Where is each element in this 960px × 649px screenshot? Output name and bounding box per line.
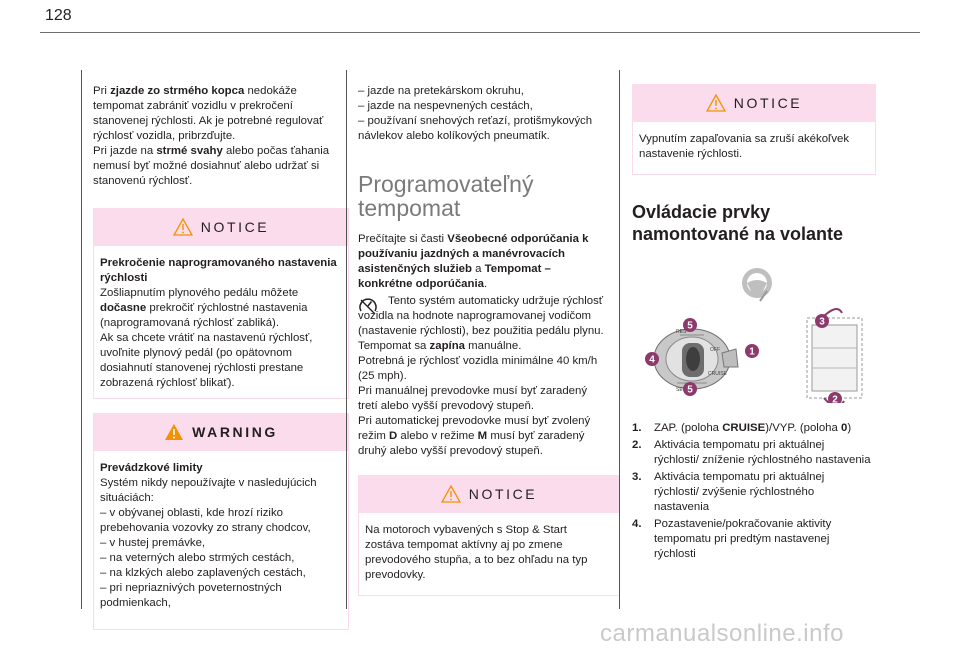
section-heading: Programovateľný tempomat — [358, 171, 534, 221]
column-1: Pri zjazde zo strmého kopca nedokáže tem… — [81, 70, 349, 630]
callout-badge-4 — [645, 352, 659, 366]
warning-triangle-icon — [172, 218, 193, 236]
figure-callouts: 1 2 3 4 5 5 — [645, 314, 842, 403]
callout-badge-3 — [815, 314, 829, 328]
callout-badge-5 — [683, 318, 697, 332]
list-item-number: 1. — [632, 422, 642, 434]
notice-header: NOTICE — [93, 208, 349, 246]
notice-body-3: Vypnutím zapaľovania sa zruší akékoľvek … — [632, 122, 876, 175]
list-item-text: Aktivácia tempomatu pri aktuálnej rýchlo… — [654, 439, 871, 466]
notice-box-3: NOTICE Vypnutím zapaľovania sa zruší aké… — [632, 84, 876, 175]
column-3: NOTICE Vypnutím zapaľovania sa zruší aké… — [619, 70, 881, 609]
list-item-number: 4. — [632, 518, 642, 530]
notice-header-3: NOTICE — [632, 84, 876, 122]
notice-box: NOTICE Prekročenie naprogramovaného nast… — [93, 208, 349, 399]
steering-column-drawing — [806, 308, 863, 403]
notice-body-2: Na motoroch vybavených s Stop & Start zo… — [358, 513, 620, 596]
intro-paragraph: Pri zjazde zo strmého kopca nedokáže tem… — [93, 85, 330, 187]
controls-heading: Ovládacie prvky namontované na volante — [632, 202, 844, 244]
notice-label: NOTICE — [733, 95, 803, 111]
warning-filled-icon — [165, 424, 184, 440]
steering-wheel-icon — [742, 268, 772, 302]
callout-label-4: 4 — [649, 355, 655, 366]
list-item-text: Pozastavenie/pokračovanie aktivity tempo… — [654, 518, 832, 560]
notice-label: NOTICE — [468, 486, 538, 502]
warning-label: WARNING — [192, 424, 278, 440]
cruise-lever-drawing: RES SET OFF CRUISE — [653, 328, 739, 393]
list-item-number: 2. — [632, 439, 642, 451]
watermark: carmanualsonline.info — [600, 620, 844, 647]
callout-label-5: 5 — [687, 321, 693, 332]
controls-list: 1. ZAP. (poloha CRUISE)/VYP. (poloha 0) 2.… — [632, 421, 872, 562]
controls-list-item: 1. ZAP. (poloha CRUISE)/VYP. (poloha 0) — [632, 421, 872, 436]
callout-label-2: 2 — [832, 395, 838, 404]
header-rule — [40, 32, 920, 33]
callout-label-5: 5 — [687, 385, 693, 396]
page-number: 128 — [45, 7, 72, 24]
continued-list: – jazde na pretekárskom okruhu,– jazde n… — [358, 85, 593, 142]
lever-marking-res: RES — [676, 329, 687, 335]
lever-marking-off: OFF — [710, 347, 720, 353]
cruise-paragraph-block: Tento systém automaticky udržuje rýchlos… — [358, 294, 618, 459]
list-item-number: 3. — [632, 471, 642, 483]
warning-triangle-icon — [440, 485, 461, 503]
cruise-description: Tento systém automaticky udržuje rýchlos… — [358, 295, 604, 457]
column-2: – jazde na pretekárskom okruhu,– jazde n… — [346, 70, 620, 609]
controls-list-item: 4. Pozastavenie/pokračovanie aktivity tem… — [632, 517, 872, 562]
callout-label-3: 3 — [819, 317, 825, 328]
notice-header-2: NOTICE — [358, 475, 620, 513]
controls-list-item: 3. Aktivácia tempomatu pri aktuálnej rých… — [632, 470, 872, 515]
callout-label-1: 1 — [749, 347, 755, 358]
reference-paragraph: Prečítajte si časti Všeobecné odporúčani… — [358, 233, 589, 290]
lever-marking-cruise: CRUISE — [708, 371, 728, 377]
steering-controls-figure: RES SET OFF CRUISE 1 2 3 4 5 5 — [645, 268, 863, 403]
cruise-control-icon — [359, 298, 377, 315]
list-item-text: ZAP. (poloha CRUISE)/VYP. (poloha 0) — [654, 422, 852, 434]
callout-badge-2 — [828, 392, 842, 403]
notice-box-2: NOTICE Na motoroch vybavených s Stop & S… — [358, 475, 620, 596]
notice-label: NOTICE — [200, 219, 270, 235]
callout-badge-1 — [745, 344, 759, 358]
list-item-text: Aktivácia tempomatu pri aktuálnej rýchlo… — [654, 471, 825, 513]
callout-badge-5 — [683, 382, 697, 396]
lever-marking-set: SET — [676, 387, 686, 393]
notice-body: Prekročenie naprogramovaného nastavenia … — [93, 246, 349, 399]
warning-header: WARNING — [93, 413, 349, 451]
warning-triangle-icon — [705, 94, 726, 112]
controls-list-item: 2. Aktivácia tempomatu pri aktuálnej rých… — [632, 438, 872, 468]
